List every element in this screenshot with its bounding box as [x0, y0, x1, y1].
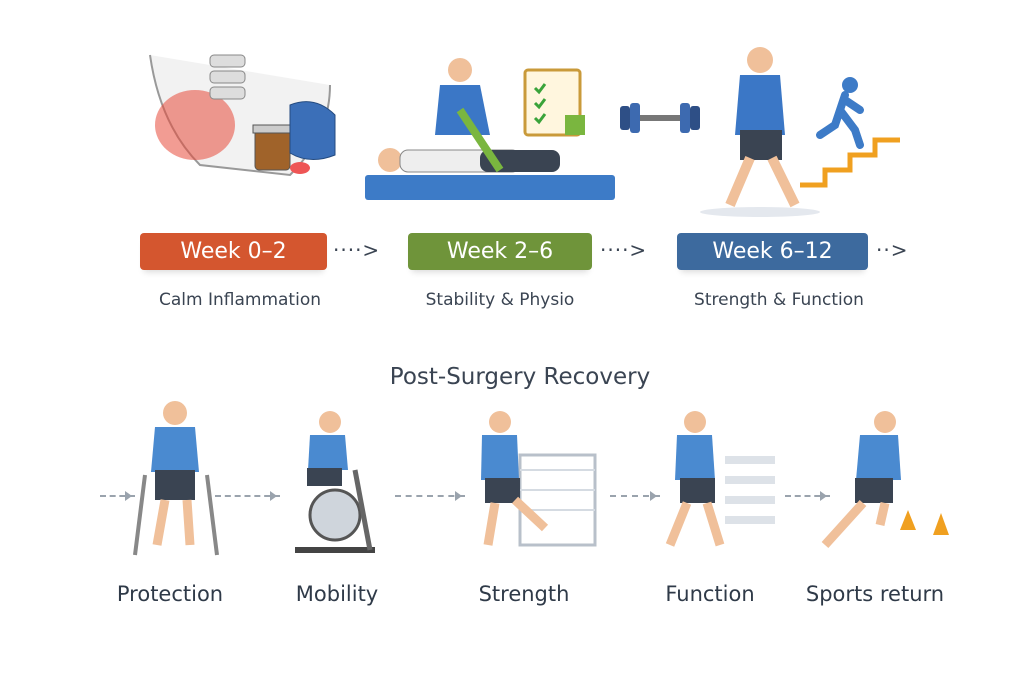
phase-badge-week-6-12: Week 6–12 — [677, 233, 868, 270]
arrow-icon — [610, 491, 660, 501]
phase-badge-week-0-2: Week 0–2 — [140, 233, 327, 270]
arrow-icon — [785, 491, 830, 501]
dumbbell-icon — [620, 103, 700, 133]
phase-caption: Strength & Function — [694, 290, 864, 310]
stage-label-strength: Strength — [478, 582, 570, 606]
arrow-icon — [100, 491, 135, 501]
stage-label-mobility: Mobility — [295, 582, 379, 606]
running-figure-illustration — [821, 411, 949, 549]
phase-badge-week-2-6: Week 2–6 — [408, 233, 592, 270]
physio-session-illustration — [365, 58, 615, 200]
arrow-icon — [215, 491, 280, 501]
section-title: Post-Surgery Recovery — [389, 364, 651, 390]
arrow-icon: ····> — [600, 238, 648, 262]
walking-stairs-illustration — [700, 47, 900, 217]
arrow-icon: ··> — [876, 238, 909, 262]
walking-figure-illustration — [665, 411, 775, 547]
stage-label-protection: Protection — [116, 582, 224, 606]
stage-label-function: Function — [665, 582, 755, 606]
step-up-figure-illustration — [481, 411, 597, 547]
phase-caption: Calm Inflammation — [159, 290, 321, 310]
stage-label-sports-return: Sports return — [805, 582, 945, 606]
arrow-icon — [395, 491, 465, 501]
hip-inflammation-illustration — [149, 54, 336, 177]
crutches-figure-illustration — [133, 401, 219, 556]
phase-caption: Stability & Physio — [425, 290, 575, 310]
exercise-bike-illustration — [295, 411, 375, 553]
arrow-icon: ····> — [333, 238, 381, 262]
